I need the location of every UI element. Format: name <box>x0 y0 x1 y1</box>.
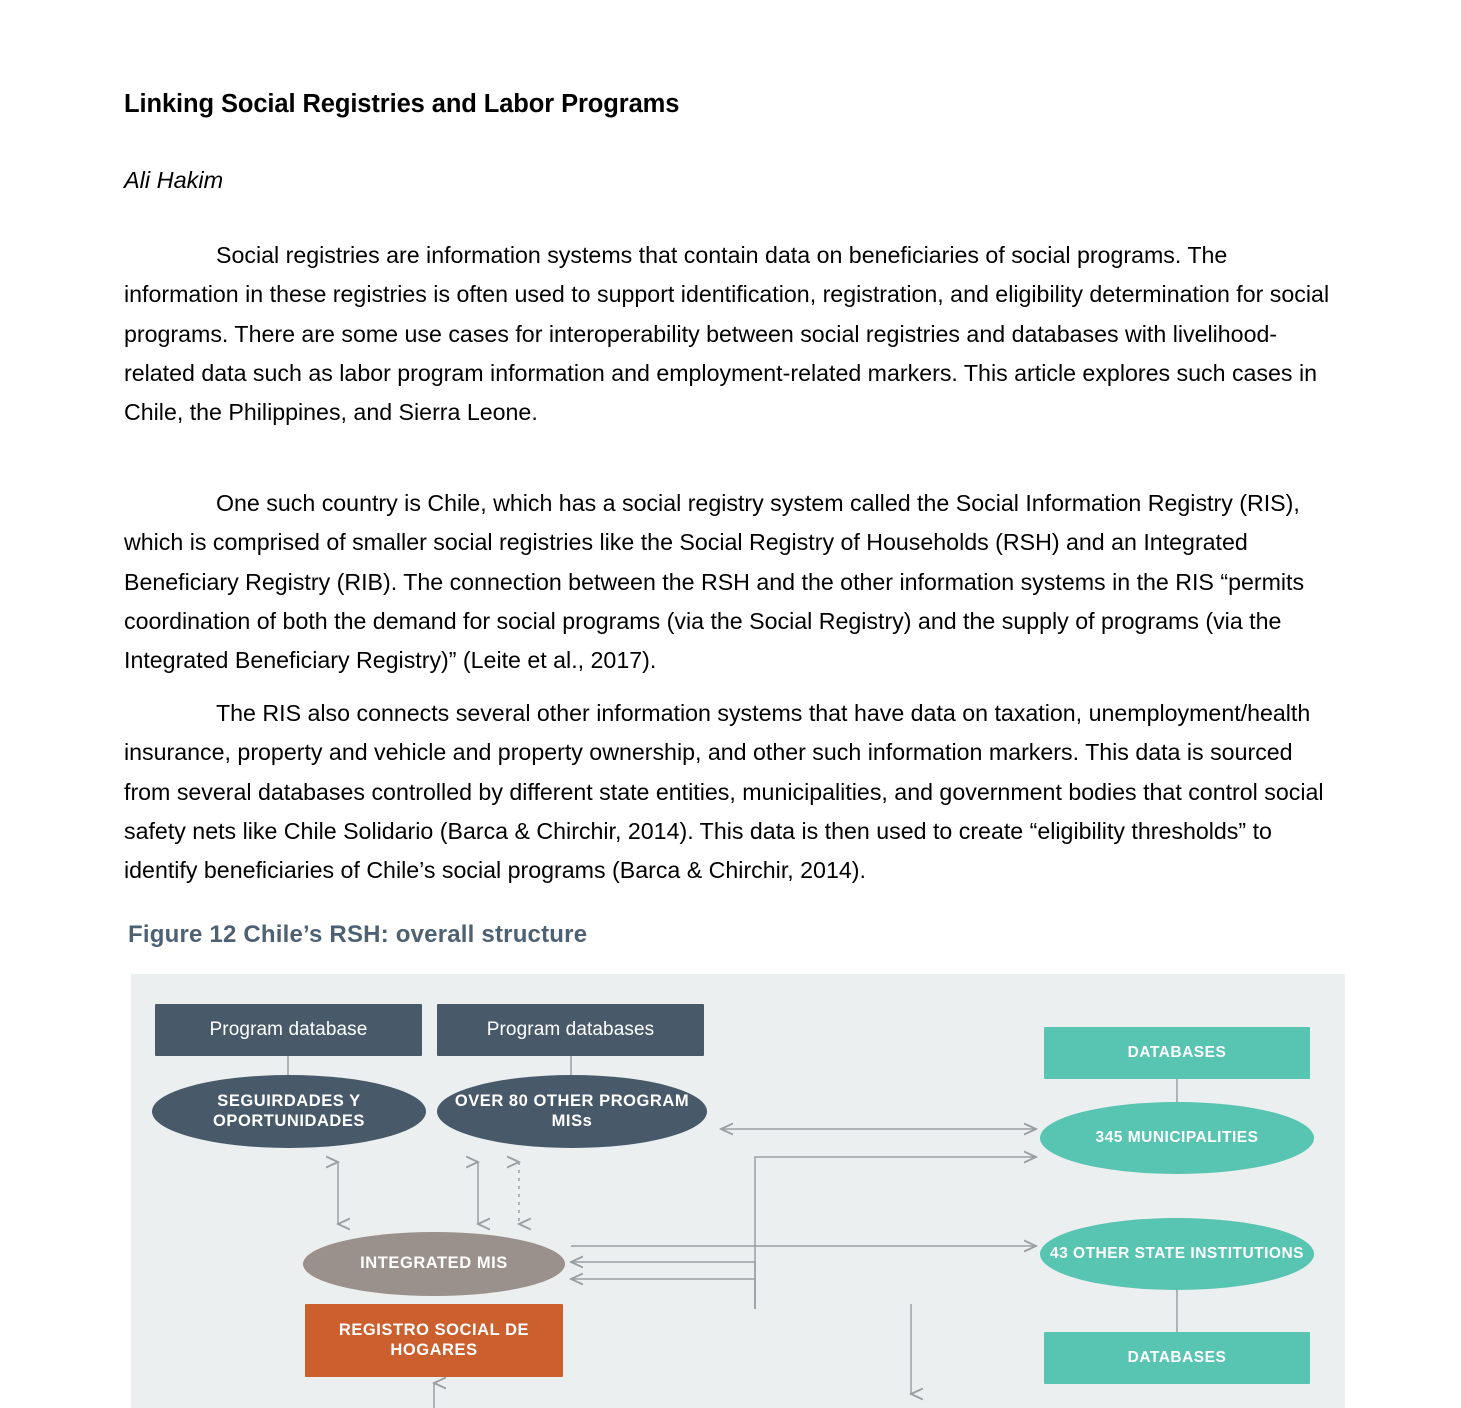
node-program-database-1: Program database <box>155 1004 422 1056</box>
author-byline: Ali Hakim <box>124 167 224 193</box>
body-paragraph-1: Social registries are information system… <box>124 236 1340 432</box>
node-databases-bottom: DATABASES <box>1044 1332 1310 1384</box>
page-title: Linking Social Registries and Labor Prog… <box>124 90 680 118</box>
figure-caption: Figure 12 Chile’s RSH: overall structure <box>128 921 588 948</box>
body-paragraph-3: The RIS also connects several other info… <box>124 694 1340 890</box>
node-registro-social-de-hogares: REGISTRO SOCIAL DE HOGARES <box>305 1304 563 1377</box>
node-43-other-state-institutions: 43 OTHER STATE INSTITUTIONS <box>1040 1218 1314 1290</box>
node-integrated-mis: INTEGRATED MIS <box>303 1232 565 1296</box>
paragraph-text: Social registries are information system… <box>124 242 1330 426</box>
node-databases-top: DATABASES <box>1044 1027 1310 1079</box>
node-over-80-other-program-miss: OVER 80 OTHER PROGRAM MISs <box>437 1075 707 1148</box>
figure-diagram-panel: Program database Program databases SEGUI… <box>131 974 1345 1408</box>
paragraph-text: One such country is Chile, which has a s… <box>124 490 1305 674</box>
node-seguirdades-y-oportunidades: SEGUIRDADES Y OPORTUNIDADES <box>152 1075 426 1148</box>
node-345-municipalities: 345 MUNICIPALITIES <box>1040 1102 1314 1174</box>
node-program-databases-2: Program databases <box>437 1004 704 1056</box>
body-paragraph-2: One such country is Chile, which has a s… <box>124 484 1340 680</box>
paragraph-text: The RIS also connects several other info… <box>124 700 1324 884</box>
